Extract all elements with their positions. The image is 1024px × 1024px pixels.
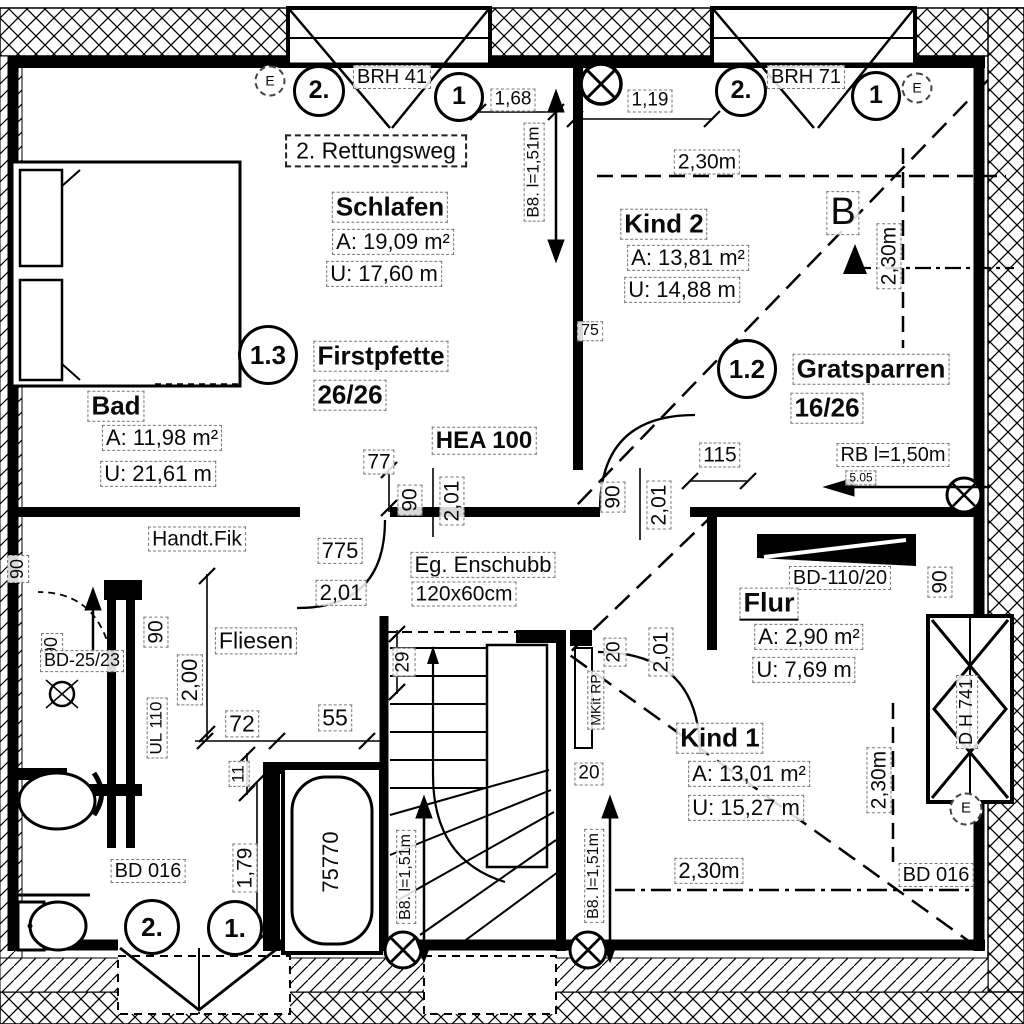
code-b8-top: B8. l=1,51m: [523, 122, 545, 222]
note-gratsparren: Gratsparren: [792, 353, 950, 385]
crossed-circle-icon: [383, 930, 423, 970]
note-firstpfette-size: 26/26: [313, 379, 387, 411]
washbasin: [17, 771, 104, 831]
circle-1-bottom: 1.: [207, 900, 263, 956]
dim-2-01-door-right: 2,01: [646, 480, 672, 530]
dim-2-30m-kind2: 2,30m: [673, 149, 741, 175]
note-gratsparren-size: 16/26: [790, 392, 864, 424]
dim-77: 77: [363, 449, 395, 475]
code-b8-stair-left: B8. l=1,51m: [396, 830, 416, 924]
dim-11: 11: [228, 761, 250, 787]
note-hea-100: HEA 100: [431, 426, 537, 456]
code-bd-110-20: BD-110/20: [788, 566, 892, 590]
note-eg-enschubb-size: 120x60cm: [411, 581, 517, 607]
circle-1-3: 1.3: [238, 325, 298, 385]
dim-2-01-door-left: 2,01: [439, 476, 465, 526]
dim-75: 75: [577, 321, 603, 341]
room-kind2: Kind 2: [620, 208, 708, 240]
bd25-arrow: [84, 586, 102, 652]
note-tub-75770: 75770: [317, 831, 343, 893]
height-arrow-top: [547, 88, 565, 264]
dim-2-30m-kind2-vert: 2,30m: [876, 222, 902, 290]
dim-2-00: 2,00: [176, 654, 204, 706]
toilet: [16, 900, 88, 952]
code-brh-41: BRH 41: [352, 65, 432, 89]
room-flur-area: A: 2,90 m²: [754, 623, 864, 651]
dim-20-kind1-door: 20: [603, 637, 627, 667]
dim-775: 775: [317, 537, 363, 565]
code-bd-016-left: BD 016: [110, 859, 186, 883]
section-marker-b: B: [826, 191, 860, 235]
window-top-left: [286, 6, 492, 129]
stair-arrow-left: [415, 794, 433, 964]
dim-55: 55: [318, 704, 352, 732]
bed: [10, 160, 242, 388]
note-firstpfette: Firstpfette: [313, 340, 449, 372]
dim-72: 72: [225, 710, 259, 738]
dim-90-bath-mid: 90: [143, 616, 169, 648]
room-kind1-umfang: U: 15,27 m: [688, 794, 804, 822]
code-brh-71: BRH 71: [766, 65, 846, 89]
dim-90-door-left: 90: [397, 484, 423, 516]
code-b8-stair-right: B8. l=1,51m: [584, 829, 604, 923]
code-ul-110: UL 110: [146, 697, 168, 759]
shelf-wedge: [757, 534, 916, 566]
dim-20-stair: 20: [574, 762, 604, 786]
circle-e-top-left: E: [254, 65, 286, 97]
circle-e-top-right: E: [901, 72, 933, 104]
room-kind1: Kind 1: [676, 722, 764, 754]
crossed-circle-icon: [579, 62, 623, 106]
drain-symbol: [45, 679, 79, 709]
code-dh-741: D H 741: [956, 674, 978, 750]
dim-2-30m-kind1: 2,30m: [674, 857, 744, 885]
circle-2-top-left: 2.: [293, 65, 345, 117]
dim-90-left-edge: 90: [7, 554, 29, 584]
dim-90-door-right: 90: [600, 481, 626, 513]
room-bad-umfang: U: 21,61 m: [100, 460, 216, 488]
dim-1-68: 1,68: [490, 88, 536, 112]
note-mkit-rp: MKit RP: [587, 670, 605, 730]
room-schlafen-area: A: 19,09 m²: [332, 228, 454, 256]
note-fliesen: Fliesen: [214, 627, 298, 655]
room-kind1-area: A: 13,01 m²: [688, 760, 810, 788]
dim-2-01-kind1-door: 2,01: [648, 627, 674, 677]
staircase: [386, 631, 559, 949]
room-flur: Flur: [739, 587, 799, 619]
crossed-circle-icons: [383, 62, 983, 970]
dim-5-05: 5.05: [845, 470, 877, 486]
dim-1-79: 1,79: [232, 843, 258, 893]
code-bd-25-23: BD-25/23: [39, 650, 125, 672]
code-rb-150: RB l=1,50m: [836, 443, 950, 467]
window-top-right: [710, 6, 917, 129]
dim-29: 29: [392, 647, 416, 677]
dim-90-flur: 90: [927, 566, 953, 598]
room-kind2-area: A: 13,81 m²: [627, 244, 749, 272]
dim-1-19: 1,19: [627, 89, 673, 113]
circle-2-top-right: 2.: [715, 65, 767, 117]
circle-1-top-right: 1: [851, 71, 901, 121]
room-schlafen: Schlafen: [331, 191, 449, 223]
circle-1-top-left: 1: [434, 72, 484, 122]
note-handtuch: Handt.Fik: [148, 526, 246, 552]
dim-115: 115: [699, 442, 741, 468]
circle-2-bottom: 2.: [124, 899, 180, 955]
bathtub: [281, 766, 383, 955]
terrace-doors: [117, 946, 557, 1015]
note-eg-enschubb: Eg. Enschubb: [410, 551, 556, 579]
room-kind2-umfang: U: 14,88 m: [624, 276, 740, 304]
dim-2-01-hall: 2,01: [315, 579, 367, 607]
section-marker: [843, 244, 1014, 274]
stair-arrow-right: [601, 794, 619, 964]
room-flur-umfang: U: 7,69 m: [752, 656, 856, 684]
note-rettungsweg: 2. Rettungsweg: [285, 134, 467, 168]
room-bad-area: A: 11,98 m²: [101, 424, 223, 452]
circle-e-right: E: [949, 792, 983, 826]
circle-1-2: 1.2: [717, 339, 777, 399]
code-bd-016-right: BD 016: [898, 863, 974, 887]
room-bad: Bad: [87, 390, 145, 422]
room-schlafen-umfang: U: 17,60 m: [326, 260, 442, 288]
dim-2-30m-kind1-vert: 2,30m: [866, 746, 892, 814]
